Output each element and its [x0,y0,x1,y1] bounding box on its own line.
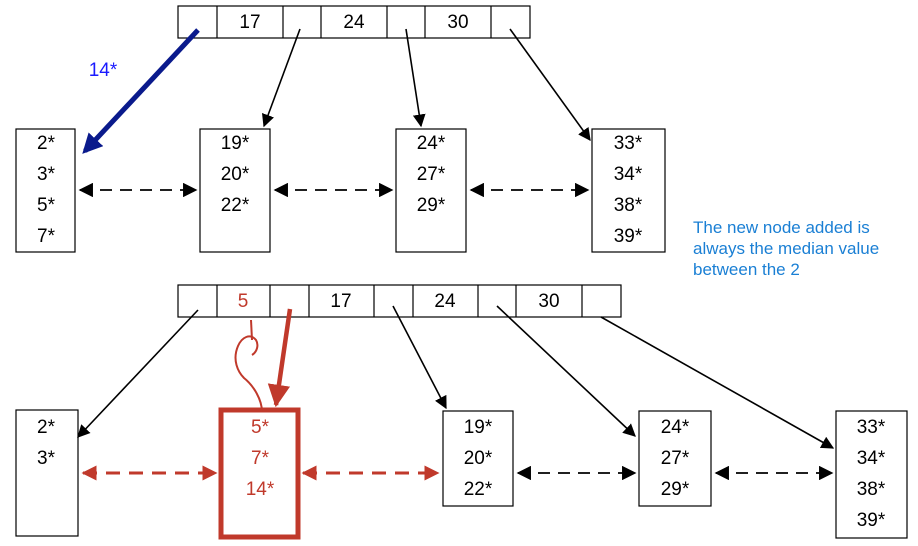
leaf-entry: 34* [857,448,886,469]
bottom-root-key-new: 5 [238,291,249,312]
leaf-entry: 27* [417,164,446,185]
promote-curl [234,335,263,413]
leaf-entry: 14* [246,479,275,500]
bottom-root-node: 5 17 24 30 [177,284,622,318]
leaf-entry: 7* [251,448,270,469]
top-leaf-node: 19* 20* 22* [199,128,271,253]
bottom-root-key: 30 [538,291,559,312]
leaf-entry: 38* [857,479,886,500]
top-root-key: 17 [239,12,260,33]
pointer-arrow [600,316,835,449]
leaf-entry: 29* [417,195,446,216]
insert-label: 14* [89,60,118,81]
pointer-arrow [392,305,447,410]
top-leaf-node: 33* 34* 38* 39* [591,128,666,253]
leaf-entry: 2* [37,133,56,154]
bottom-leaf-node-new: 5* 7* 14* [218,407,301,540]
top-leaf-node: 24* 27* 29* [395,128,467,253]
leaf-entry: 5* [251,417,270,438]
new-pointer-arrow [267,308,293,408]
leaf-entry: 2* [37,417,56,438]
leaf-entry: 33* [857,417,886,438]
bottom-leaf-node: 19* 20* 22* [442,410,514,507]
leaf-entry: 34* [614,164,643,185]
bottom-root-key: 24 [434,291,456,312]
leaf-entry: 19* [464,417,493,438]
bottom-leaf-node: 2* 3* [15,409,79,537]
bottom-root-key: 17 [330,291,351,312]
leaf-entry: 3* [37,448,56,469]
leaf-entry: 24* [661,417,690,438]
leaf-entry: 22* [464,479,493,500]
leaf-entry: 5* [37,195,56,216]
leaf-entry: 29* [661,479,690,500]
leaf-entry: 39* [857,510,886,531]
leaf-entry: 20* [464,448,493,469]
note-line: always the median value [693,239,879,258]
leaf-entry: 27* [661,448,690,469]
annotation-note: The new node added is always the median … [693,218,879,279]
top-root-key: 24 [343,12,365,33]
top-leaf-node: 2* 3* 5* 7* [15,128,76,253]
leaf-entry: 20* [221,164,250,185]
top-root-key: 30 [447,12,468,33]
note-line: between the 2 [693,260,800,279]
leaf-entry: 38* [614,195,643,216]
pointer-arrow [77,309,199,438]
pointer-arrow [496,305,636,437]
leaf-entry: 3* [37,164,56,185]
leaf-entry: 22* [221,195,250,216]
pointer-arrow [262,28,301,128]
pointer-arrow [509,28,591,142]
leaf-entry: 7* [37,226,56,247]
promote-curl-tip [250,319,253,341]
leaf-entry: 24* [417,133,446,154]
leaf-entry: 39* [614,226,643,247]
top-root-node: 17 24 30 [177,5,531,39]
leaf-entry: 19* [221,133,250,154]
bottom-leaf-node: 24* 27* 29* [638,410,712,507]
leaf-entry: 33* [614,133,643,154]
note-line: The new node added is [693,218,870,237]
pointer-arrow [405,28,426,128]
bottom-leaf-node: 33* 34* 38* 39* [835,410,908,539]
insert-arrow [82,28,200,154]
